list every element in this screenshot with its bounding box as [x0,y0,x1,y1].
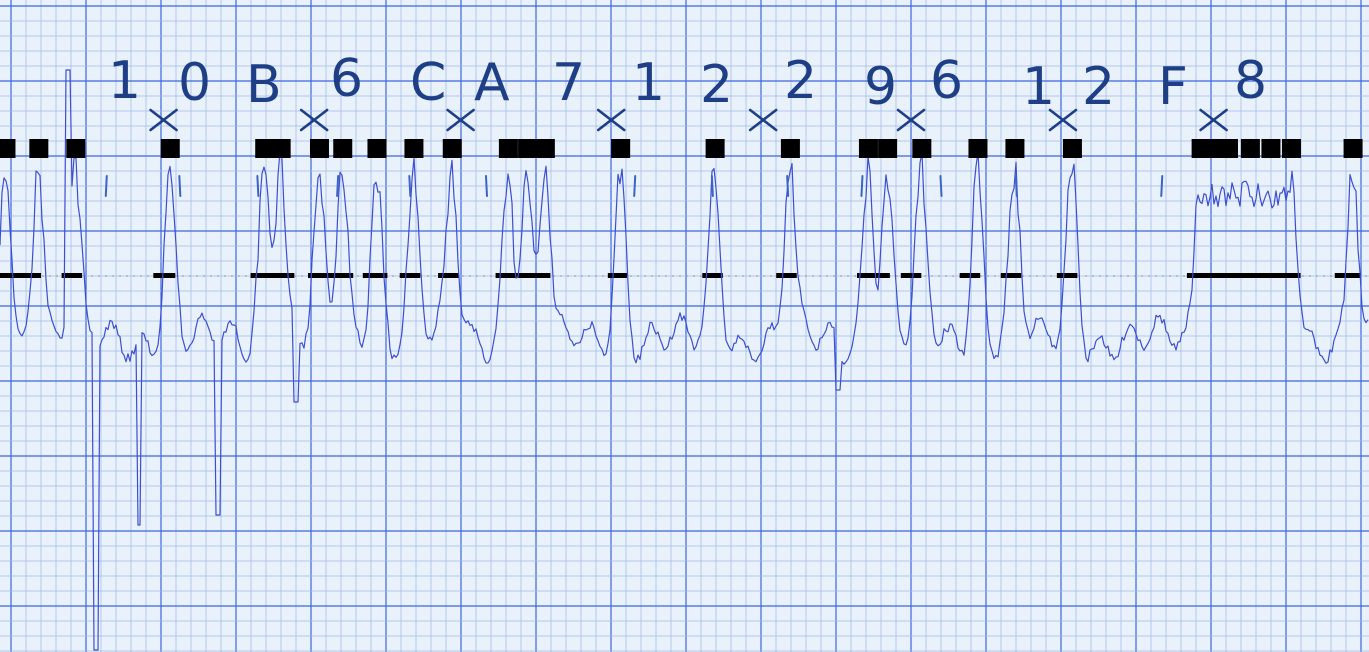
digit: 2 [784,51,817,111]
low-bar [1056,273,1078,278]
low-bar [362,273,388,278]
low-bar [1000,273,1022,278]
low-bar [495,273,551,278]
low-bar [900,273,922,278]
x-mark [896,108,926,132]
pen-tick [1160,175,1164,197]
bit-square [1005,139,1025,158]
digit: 6 [930,51,963,111]
low-bar [250,273,295,278]
low-bar [856,273,890,278]
digit: 9 [864,57,897,117]
bit-square [367,139,387,158]
bit-square [611,139,631,158]
pen-tick [336,175,340,197]
byte-boundary-marks [149,108,1228,132]
pen-tick [1014,175,1018,197]
signal-trace [0,69,1369,651]
x-mark [1199,108,1228,132]
digit: B [246,55,282,115]
digit: A [474,53,510,113]
bit-square [29,139,49,158]
bit-square [160,139,180,158]
x-mark [149,108,178,132]
bit-square [1062,139,1082,158]
pen-tick-marks [104,175,1164,197]
pen-tick [786,175,790,197]
bit-square [705,139,725,158]
decoded-digits: 1 0 B 6 C A 7 1 2 2 9 6 1 2 F 8 [108,49,1267,117]
low-level-bars [0,273,1361,278]
pen-tick [484,175,488,197]
low-bar [61,273,83,278]
digit: 0 [178,53,211,113]
bit-square [858,139,878,158]
bit-square [912,139,932,158]
low-bar [1186,273,1301,278]
digit: F [1158,57,1188,117]
bit-square [498,139,518,158]
low-bar [308,273,354,278]
x-mark [596,108,626,132]
bit-square [404,139,424,158]
bit-square [66,139,86,158]
bit-square [333,139,353,158]
pen-tick [860,175,864,197]
pen-tick [178,175,182,197]
digit: 6 [330,49,363,109]
low-bar [776,273,797,278]
pen-tick [104,175,108,197]
pen-tick [633,175,637,197]
bit-square [0,139,16,158]
digit: 7 [552,53,585,113]
bit-square [1240,139,1260,158]
bit-square [968,139,988,158]
bit-square [1261,139,1281,158]
low-bar [0,273,42,278]
x-mark [299,108,329,132]
pen-tick [256,175,260,197]
bit-square [1202,139,1222,158]
low-bar [702,273,723,278]
digit: 8 [1234,51,1267,111]
low-bar [607,273,628,278]
low-bar [399,273,421,278]
bit-square [1343,139,1363,158]
low-bar [153,273,176,278]
digit: 1 [632,53,665,113]
digit: 1 [108,51,141,111]
bit-square [535,139,555,158]
pen-tick [710,175,714,197]
x-mark [748,108,778,132]
x-mark [1048,108,1078,132]
digit: 2 [1082,57,1115,117]
bit-square [271,139,291,158]
bit-markers [0,139,1363,158]
bit-square [309,139,329,158]
low-bar [1334,273,1361,278]
digit: 1 [1022,57,1055,117]
low-bar [438,273,459,278]
bit-square [878,139,898,158]
bit-square [518,139,538,158]
bit-square [255,139,275,158]
bit-square [1218,139,1238,158]
x-mark [446,108,475,132]
digit: C [410,53,446,113]
pen-tick [939,175,943,197]
bit-square [1281,139,1301,158]
pen-tick [408,175,412,197]
bit-square [780,139,800,158]
digit: 2 [700,55,733,115]
bit-square [442,139,462,158]
